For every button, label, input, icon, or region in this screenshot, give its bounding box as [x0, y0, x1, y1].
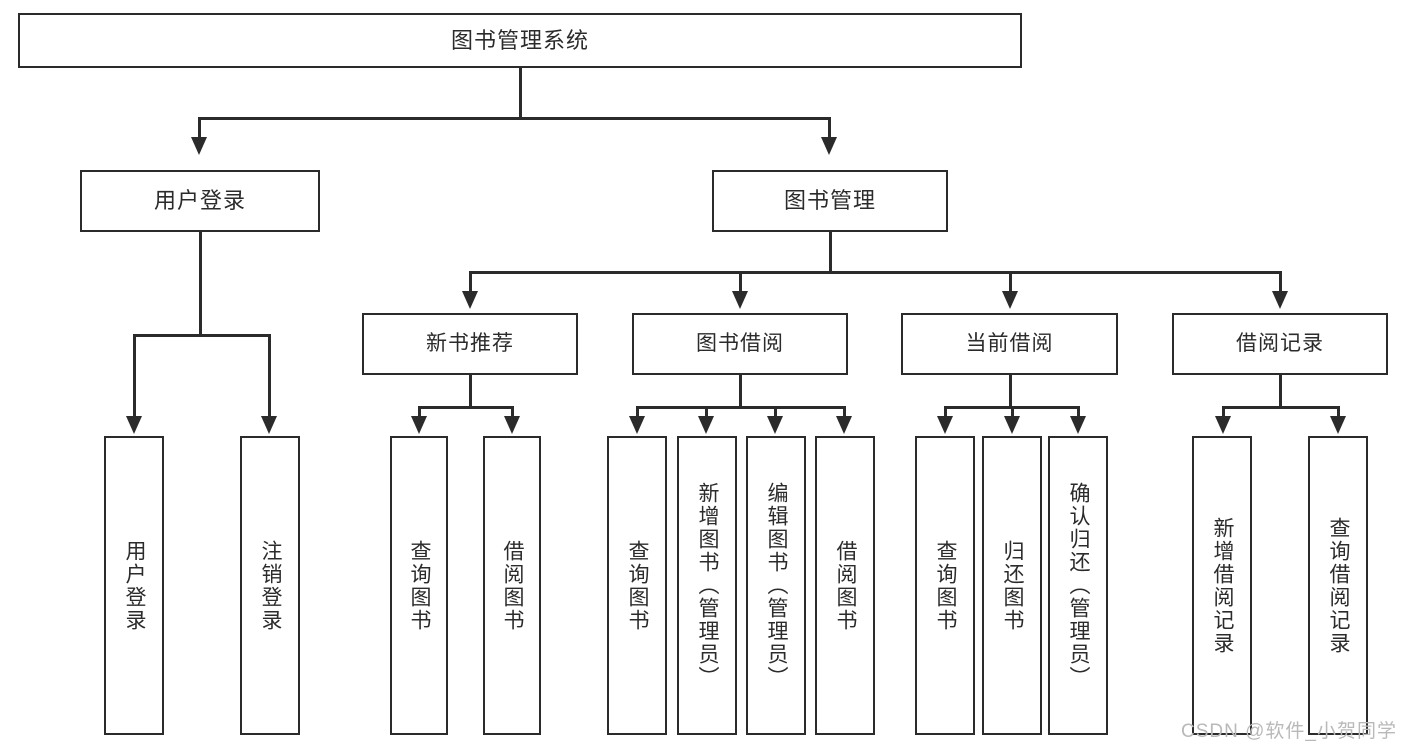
arrow-to-current-borrow [1002, 291, 1018, 309]
arrow-to-leaf-return-book [1004, 416, 1020, 434]
arrow-to-leaf-user-logout [261, 416, 277, 434]
arrow-to-leaf-borrow-book-1 [504, 416, 520, 434]
connector-to-borrow-record [1279, 271, 1282, 293]
leaf-query-record-label: 查询借阅记录 [1327, 516, 1351, 655]
leaf-edit-book-label: 编辑图书（管理员） [765, 482, 789, 689]
leaf-query-book-2[interactable]: 查询图书 [607, 436, 667, 735]
connector-borrow-record-drop-1 [1222, 406, 1225, 418]
node-borrow-record-label: 借阅记录 [1236, 331, 1324, 355]
connector-to-book-borrow [739, 271, 742, 293]
connector-to-new-book-recommend [469, 271, 472, 293]
leaf-add-book[interactable]: 新增图书（管理员） [677, 436, 737, 735]
connector-root-to-book-management [828, 117, 831, 139]
node-book-borrow[interactable]: 图书借阅 [632, 313, 848, 375]
node-user-login-label: 用户登录 [153, 188, 246, 214]
arrow-to-leaf-add-record [1215, 416, 1231, 434]
leaf-confirm-return-label: 确认归还（管理员） [1067, 482, 1091, 689]
node-current-borrow[interactable]: 当前借阅 [901, 313, 1118, 375]
node-borrow-record[interactable]: 借阅记录 [1172, 313, 1388, 375]
arrow-to-leaf-query-book-1 [411, 416, 427, 434]
node-book-management-label: 图书管理 [783, 188, 876, 214]
connector-new-book-recommend-stem [469, 375, 472, 406]
node-root[interactable]: 图书管理系统 [18, 13, 1022, 68]
node-new-book-recommend[interactable]: 新书推荐 [362, 313, 578, 375]
leaf-query-book-3-label: 查询图书 [934, 539, 958, 632]
connector-user-login-stem [199, 232, 202, 334]
node-root-label: 图书管理系统 [450, 27, 589, 53]
connector-book-borrow-drop-1 [636, 406, 639, 418]
leaf-add-record[interactable]: 新增借阅记录 [1192, 436, 1252, 735]
connector-current-borrow-drop-1 [944, 406, 947, 418]
arrow-root-to-book-management [821, 137, 837, 155]
connector-root-stem [519, 68, 522, 117]
leaf-user-logout-label: 注销登录 [259, 539, 283, 632]
arrow-to-leaf-edit-book [767, 416, 783, 434]
arrow-to-leaf-borrow-book-2 [836, 416, 852, 434]
leaf-query-book-1[interactable]: 查询图书 [390, 436, 448, 735]
connector-to-current-borrow [1009, 271, 1012, 293]
node-user-login[interactable]: 用户登录 [80, 170, 320, 232]
connector-new-book-recommend-drop-1 [418, 406, 421, 418]
connector-current-borrow-stem [1009, 375, 1012, 406]
leaf-borrow-book-1[interactable]: 借阅图书 [483, 436, 541, 735]
connector-current-borrow-drop-3 [1077, 406, 1080, 418]
leaf-add-book-label: 新增图书（管理员） [696, 482, 720, 689]
leaf-edit-book[interactable]: 编辑图书（管理员） [746, 436, 806, 735]
leaf-borrow-book-2-label: 借阅图书 [834, 539, 858, 632]
leaf-user-login[interactable]: 用户登录 [104, 436, 164, 735]
connector-current-borrow-drop-2 [1011, 406, 1014, 418]
arrow-to-leaf-query-book-3 [937, 416, 953, 434]
leaf-return-book-label: 归还图书 [1001, 539, 1025, 632]
node-current-borrow-label: 当前借阅 [965, 331, 1054, 355]
connector-new-book-recommend-bus [418, 406, 513, 409]
connector-book-borrow-drop-2 [705, 406, 708, 418]
node-book-borrow-label: 图书借阅 [696, 331, 784, 355]
arrow-to-leaf-add-book [698, 416, 714, 434]
connector-root-to-user-login [198, 117, 201, 139]
arrow-to-book-borrow [732, 291, 748, 309]
arrow-to-new-book-recommend [462, 291, 478, 309]
arrow-root-to-user-login [191, 137, 207, 155]
connector-new-book-recommend-drop-2 [511, 406, 514, 418]
connector-book-borrow-bus [636, 406, 844, 409]
connector-book-management-stem [829, 232, 832, 271]
leaf-add-record-label: 新增借阅记录 [1211, 516, 1235, 655]
arrow-to-borrow-record [1272, 291, 1288, 309]
node-new-book-recommend-label: 新书推荐 [426, 331, 514, 355]
connector-level2-bus [469, 271, 1281, 274]
arrow-to-leaf-query-book-2 [629, 416, 645, 434]
node-book-management[interactable]: 图书管理 [712, 170, 948, 232]
connector-book-borrow-stem [739, 375, 742, 406]
arrow-to-leaf-query-record [1330, 416, 1346, 434]
connector-book-borrow-drop-4 [843, 406, 846, 418]
leaf-query-record[interactable]: 查询借阅记录 [1308, 436, 1368, 735]
leaf-user-login-label: 用户登录 [123, 539, 147, 632]
connector-borrow-record-bus [1222, 406, 1339, 409]
connector-user-login-bus [133, 334, 268, 337]
leaf-borrow-book-2[interactable]: 借阅图书 [815, 436, 875, 735]
connector-borrow-record-stem [1279, 375, 1282, 406]
connector-current-borrow-bus [944, 406, 1077, 409]
leaf-confirm-return[interactable]: 确认归还（管理员） [1048, 436, 1108, 735]
leaf-query-book-2-label: 查询图书 [626, 539, 650, 632]
leaf-borrow-book-1-label: 借阅图书 [501, 539, 525, 632]
connector-level1-bus [198, 117, 831, 120]
arrow-to-leaf-user-login [126, 416, 142, 434]
connector-user-login-drop-2 [268, 334, 271, 418]
leaf-query-book-1-label: 查询图书 [408, 539, 432, 632]
arrow-to-leaf-confirm-return [1070, 416, 1086, 434]
connector-book-borrow-drop-3 [774, 406, 777, 418]
connector-borrow-record-drop-2 [1337, 406, 1340, 418]
leaf-return-book[interactable]: 归还图书 [982, 436, 1042, 735]
leaf-query-book-3[interactable]: 查询图书 [915, 436, 975, 735]
connector-user-login-drop-1 [133, 334, 136, 418]
leaf-user-logout[interactable]: 注销登录 [240, 436, 300, 735]
